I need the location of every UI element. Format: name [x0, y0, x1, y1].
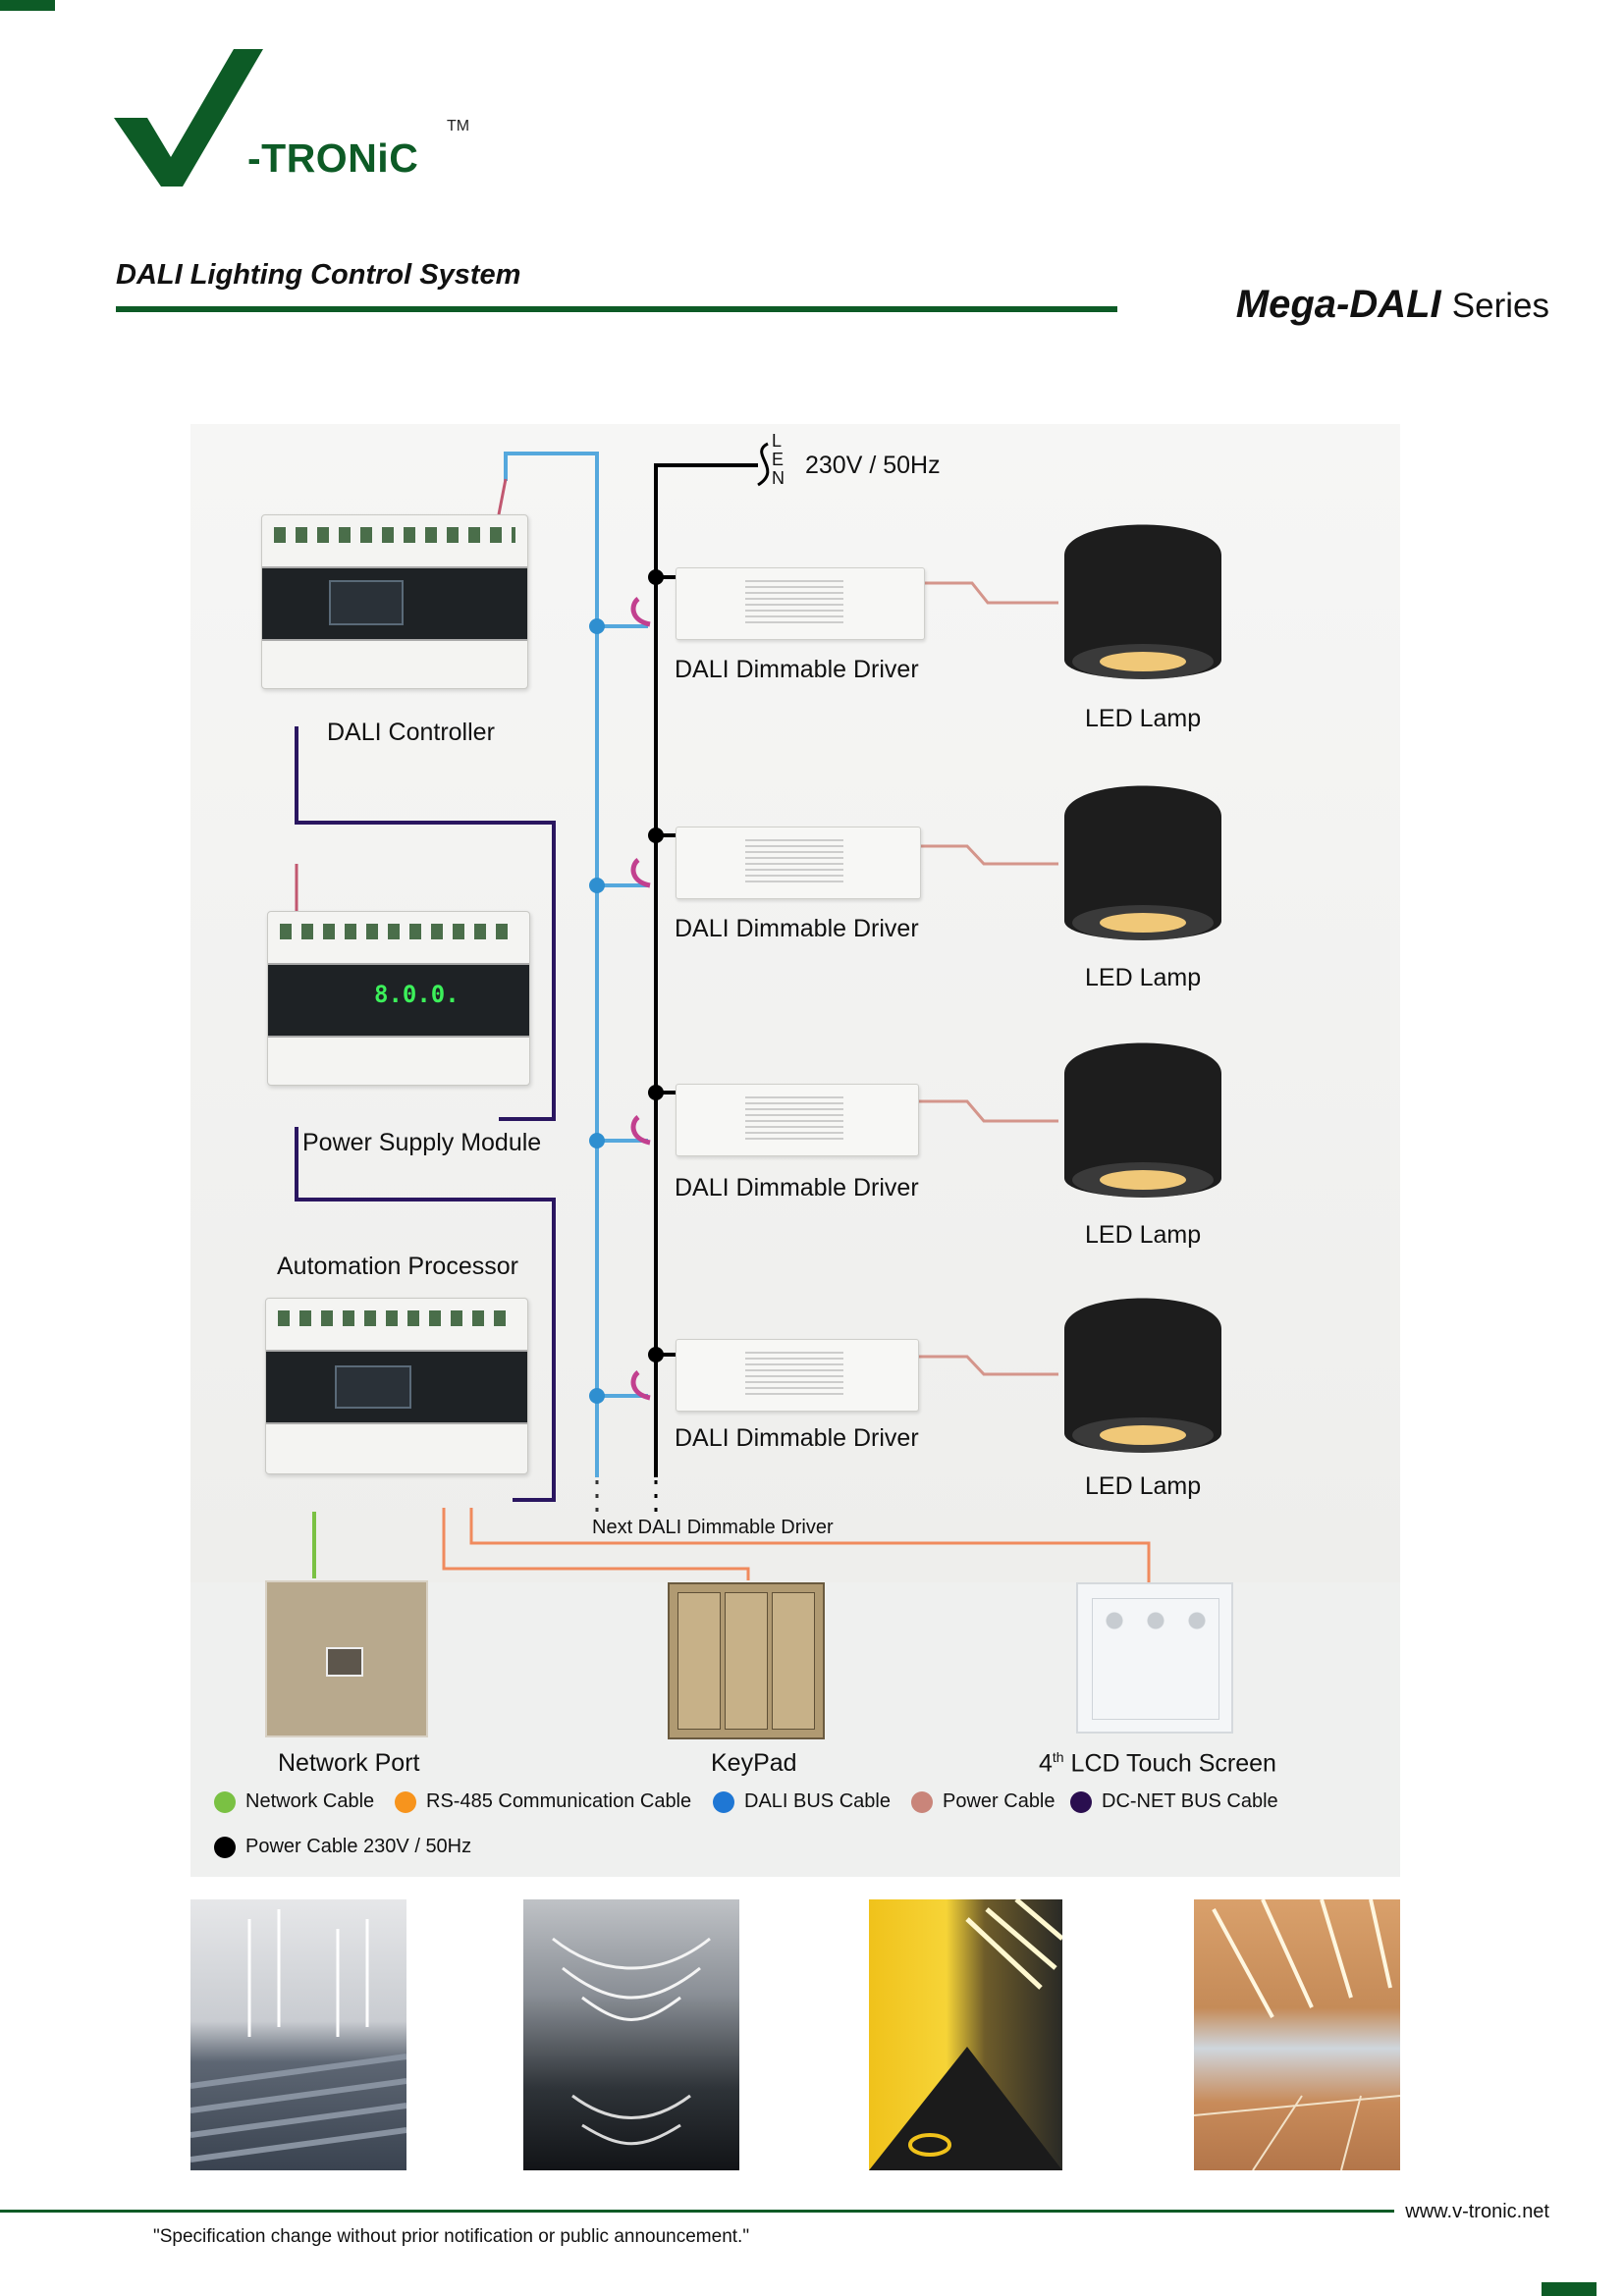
touch-screen-device: [1076, 1582, 1233, 1734]
legend-dot-mains: [214, 1836, 236, 1858]
mains-power-cable: [654, 463, 758, 1477]
dali-driver-2: [676, 827, 921, 899]
document-title: DALI Lighting Control System: [116, 259, 521, 291]
touch-screen-label: 4th LCD Touch Screen: [1039, 1749, 1276, 1778]
legend-dali-bus-cable: DALI BUS Cable: [713, 1790, 891, 1813]
series-word: Series: [1451, 287, 1549, 325]
footer-divider: [0, 2210, 1394, 2213]
led-lamp-icon-4: [1064, 1298, 1221, 1453]
power-supply-label: Power Supply Module: [302, 1129, 542, 1156]
legend-rs485-cable: RS-485 Communication Cable: [395, 1790, 691, 1813]
legend-dcnet-bus-cable: DC-NET BUS Cable: [1070, 1790, 1278, 1813]
processor-lcd: [335, 1365, 411, 1409]
dcnet-bus-cable-1: [295, 726, 556, 1121]
dali-driver-3: [676, 1084, 919, 1156]
rs485-cable-keypad: [442, 1508, 750, 1580]
led-lamp-icon-3: [1064, 1042, 1221, 1198]
legend-dot-rs485: [395, 1790, 416, 1813]
dali-driver-label-3: DALI Dimmable Driver: [675, 1174, 919, 1201]
corner-accent-bottom: [1542, 2282, 1597, 2296]
disclaimer-text: "Specification change without prior noti…: [153, 2226, 750, 2247]
dali-bus-cable: [504, 452, 599, 1477]
mains-voltage-label: 230V / 50Hz: [805, 452, 941, 479]
next-driver-label: Next DALI Dimmable Driver: [592, 1517, 834, 1538]
network-port-device: [265, 1580, 428, 1737]
ethernet-port-icon: [326, 1647, 363, 1677]
legend-dot-dcnet: [1070, 1790, 1092, 1813]
dali-driver-label-4: DALI Dimmable Driver: [675, 1424, 919, 1452]
dcnet-bus-cable-2: [295, 1127, 556, 1502]
led-lamp-label-3: LED Lamp: [1085, 1221, 1202, 1249]
mains-phase-l: L: [772, 431, 783, 451]
brand-name: -TRONiC: [247, 135, 419, 181]
rs485-cable-touch: [469, 1508, 1151, 1582]
driver-lamp-cable-1: [923, 581, 1058, 605]
series-name: Mega-DALI: [1235, 283, 1441, 326]
dali-controller-label: DALI Controller: [327, 719, 495, 746]
website-url: www.v-tronic.net: [1405, 2201, 1549, 2222]
photo-sports-hall: [1194, 1899, 1400, 2170]
keypad-label: KeyPad: [711, 1749, 797, 1777]
mains-phase-e: E: [772, 450, 785, 469]
dali-driver-label-1: DALI Dimmable Driver: [675, 656, 919, 683]
driver-lamp-cable-3: [918, 1099, 1058, 1123]
legend-dot-dali: [713, 1790, 734, 1813]
title-divider: [116, 306, 1117, 312]
series-title: Mega-DALI Series: [1236, 283, 1549, 327]
legend-network-cable: Network Cable: [214, 1790, 374, 1813]
dali-controller-module: [261, 514, 528, 689]
dali-driver-label-2: DALI Dimmable Driver: [675, 915, 919, 942]
dali-driver-1: [676, 567, 925, 640]
dali-bus-branch: [597, 624, 648, 1398]
dali-driver-4: [676, 1339, 919, 1412]
driver-lamp-cable-4: [918, 1355, 1058, 1376]
legend-dot-power: [911, 1790, 933, 1813]
corner-accent-top: [0, 0, 55, 11]
network-port-label: Network Port: [278, 1749, 420, 1777]
legend-dot-network: [214, 1790, 236, 1813]
trademark-symbol: TM: [447, 118, 470, 134]
legend-mains-cable: Power Cable 230V / 50Hz: [214, 1836, 471, 1858]
psu-display: 8.0.0.: [374, 981, 460, 1008]
checkmark-logo-icon: [114, 49, 263, 187]
led-lamp-label-1: LED Lamp: [1085, 705, 1202, 732]
led-lamp-label-4: LED Lamp: [1085, 1472, 1202, 1500]
automation-processor-module: [265, 1298, 528, 1474]
led-lamp-label-2: LED Lamp: [1085, 964, 1202, 991]
mains-phase-n: N: [772, 468, 785, 488]
keypad-device: [668, 1582, 825, 1739]
led-lamp-icon-2: [1064, 785, 1221, 940]
power-supply-module: 8.0.0.: [267, 911, 530, 1086]
led-lamp-icon-1: [1064, 524, 1221, 679]
controller-lcd: [329, 580, 404, 625]
photo-corridor: [869, 1899, 1062, 2170]
photo-atrium: [523, 1899, 739, 2170]
mains-symbol: [757, 442, 770, 487]
driver-lamp-cable-2: [918, 844, 1058, 866]
photo-auditorium: [190, 1899, 406, 2170]
legend-power-cable: Power Cable: [911, 1790, 1056, 1813]
automation-processor-label: Automation Processor: [277, 1253, 518, 1280]
